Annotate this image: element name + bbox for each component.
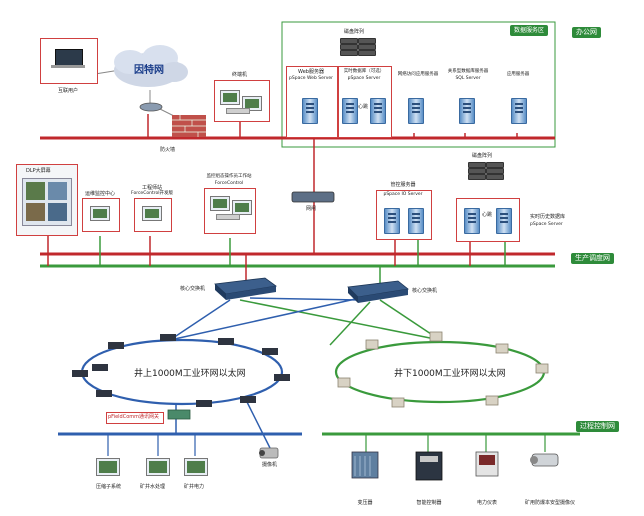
- device-left-2-icon: [146, 458, 170, 476]
- gateway-icon: [291, 191, 335, 203]
- wall-display-label: DLP大屏幕: [26, 168, 51, 174]
- realtime-db-icon-a: [464, 208, 480, 234]
- backup-server-icon-b: [408, 208, 424, 234]
- firewall-label: 防火墙: [160, 147, 176, 153]
- core-switch-right-label: 核心交换机: [412, 288, 438, 294]
- device-right-3-label: 电力仪表: [476, 500, 497, 506]
- realtime-db-icon-b: [496, 208, 512, 234]
- remote-user-label: 互联用户: [58, 88, 79, 94]
- core-switch-left-label: 核心交换机: [180, 286, 206, 292]
- web-access-server-icon: [408, 98, 424, 124]
- zone-data-center: 数据服务区: [510, 25, 549, 36]
- remote-user-box: [40, 38, 98, 84]
- app-server-icon: [511, 98, 527, 124]
- gateway-label: 网闸: [306, 206, 317, 212]
- core-switch-right-icon: [347, 280, 409, 303]
- power-meter-icon: [475, 451, 499, 477]
- db-server-icon-b: [370, 98, 386, 124]
- production-storage-label: 磁盘阵列: [472, 153, 493, 159]
- db-server-icon-a: [342, 98, 358, 124]
- router-icon: [139, 102, 163, 112]
- device-left-3-icon: [184, 458, 208, 476]
- camera-label: 摄像机: [262, 462, 278, 468]
- comm-gateway-box: [106, 412, 164, 424]
- transformer-icon: [351, 451, 379, 479]
- internet-cloud: [114, 45, 188, 87]
- comm-gateway-label: pFieldComm通讯网关: [108, 414, 160, 420]
- device-left-1-icon: [96, 458, 120, 476]
- device-right-4-label: 矿用防爆本安型摄像仪: [524, 500, 575, 506]
- relational-db-icon: [459, 98, 475, 124]
- office-storage-label: 磁盘阵列: [344, 29, 365, 35]
- data-center-zone: [281, 21, 556, 148]
- device-left-3-label: 矿井电力: [184, 484, 205, 490]
- device-left-1-label: 压缩子系统: [96, 484, 122, 490]
- ring-left-label: 井上1000M工业环网以太网: [134, 369, 246, 379]
- ring-right-label: 井下1000M工业环网以太网: [394, 369, 506, 379]
- zone-office: 办公网: [572, 27, 601, 38]
- zone-control: 过程控制网: [576, 421, 619, 432]
- internet-label: 因特网: [134, 65, 164, 76]
- device-right-2-label: 智能控制器: [416, 500, 442, 506]
- explosion-proof-camera-icon: [530, 453, 559, 467]
- office-desktop-label: 终端机: [232, 72, 248, 78]
- web-server-icon: [302, 98, 318, 124]
- comm-gateway-icon: [167, 409, 191, 420]
- backup-server-icon-a: [384, 208, 400, 234]
- core-switch-left-icon: [214, 277, 278, 300]
- camera-icon: [259, 447, 279, 459]
- device-left-2-label: 矿井水处理: [140, 484, 166, 490]
- firewall-icon: [172, 115, 206, 137]
- zone-production: 生产调度网: [571, 253, 614, 264]
- device-right-1-label: 变压器: [357, 500, 373, 506]
